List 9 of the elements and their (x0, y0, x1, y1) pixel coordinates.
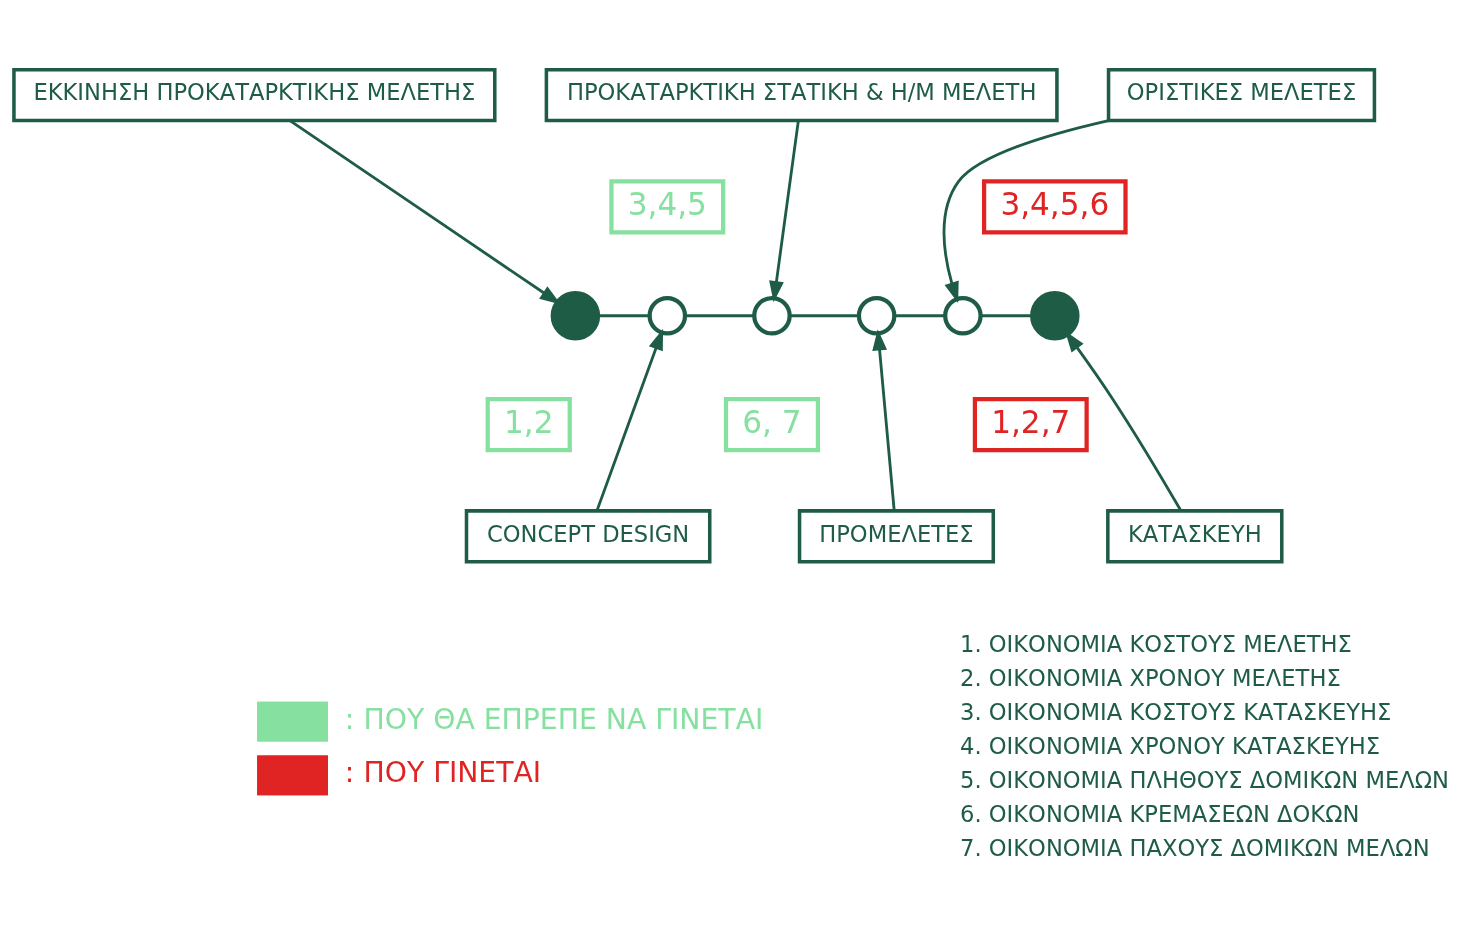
label: 7. ΟΙΚΟΝΟΜΙΑ ΠΑΧΟΥΣ ΔΟΜΙΚΩΝ ΜΕΛΩΝ (960, 834, 1430, 861)
label: 6. ΟΙΚΟΝΟΜΙΑ ΚΡΕΜΑΣΕΩΝ ΔΟΚΩΝ (960, 800, 1360, 827)
label: 3. ΟΙΚΟΝΟΜΙΑ ΚΟΣΤΟΥΣ ΚΑΤΑΣΚΕΥΗΣ (960, 698, 1392, 725)
label: 4. ΟΙΚΟΝΟΜΙΑ ΧΡΟΝΟΥ ΚΑΤΑΣΚΕΥΗΣ (960, 732, 1381, 759)
legend-label: : ΠΟΥ ΓΙΝΕΤΑΙ (344, 756, 542, 790)
legend-label: : ΠΟΥ ΘΑ ΕΠΡΕΠΕ ΝΑ ΓΙΝΕΤΑΙ (344, 702, 764, 736)
label: 1. ΟΙΚΟΝΟΜΙΑ ΚΟΣΤΟΥΣ ΜΕΛΕΤΗΣ (960, 631, 1352, 658)
label: 2. ΟΙΚΟΝΟΜΙΑ ΧΡΟΝΟΥ ΜΕΛΕΤΗΣ (960, 664, 1341, 691)
label: 5. ΟΙΚΟΝΟΜΙΑ ΠΛΗΘΟΥΣ ΔΟΜΙΚΩΝ ΜΕΛΩΝ (960, 766, 1449, 793)
